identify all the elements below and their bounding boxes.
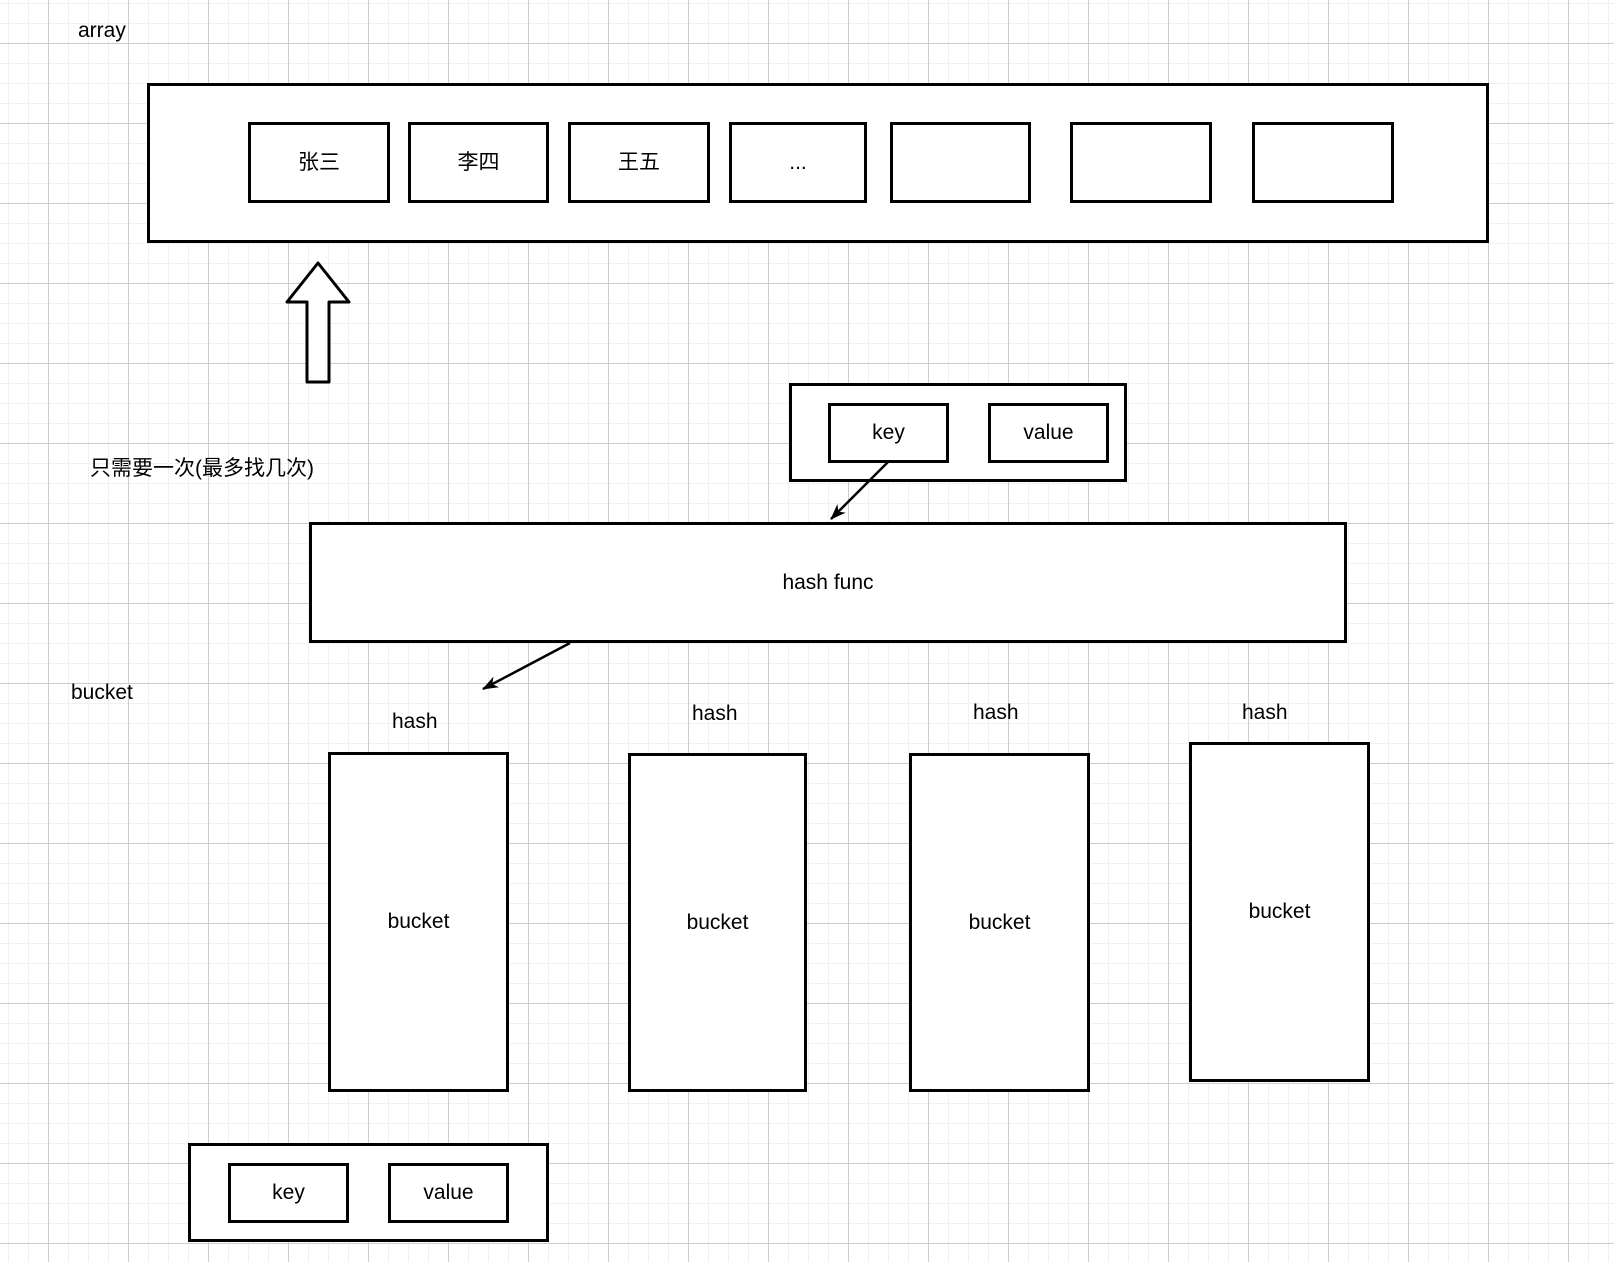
- kv-top-value-box: value: [988, 403, 1109, 463]
- hashfunc-to-bucket-arrow-icon: [482, 641, 571, 691]
- bucket-box: bucket: [1189, 742, 1370, 1082]
- array-cell: [1252, 122, 1394, 203]
- bucket-side-label: bucket: [71, 681, 133, 704]
- kv-bottom-value-box: value: [388, 1163, 509, 1223]
- array-cell: 王五: [568, 122, 710, 203]
- hash-label: hash: [1242, 701, 1288, 724]
- array-cell: 张三: [248, 122, 390, 203]
- bucket-box: bucket: [328, 752, 509, 1092]
- up-block-arrow-icon: [285, 261, 351, 384]
- hash-label: hash: [692, 702, 738, 725]
- array-cell: [1070, 122, 1212, 203]
- kv-top-key-box: key: [828, 403, 949, 463]
- note-label: 只需要一次(最多找几次): [90, 457, 314, 480]
- array-cell: 李四: [408, 122, 549, 203]
- hash-func-box: hash func: [309, 522, 1347, 643]
- hash-label: hash: [392, 710, 438, 733]
- array-cell: [890, 122, 1031, 203]
- hash-label: hash: [973, 701, 1019, 724]
- array-cell-ellipsis: ...: [729, 122, 867, 203]
- array-label: array: [78, 19, 126, 42]
- bucket-box: bucket: [909, 753, 1090, 1092]
- kv-bottom-key-box: key: [228, 1163, 349, 1223]
- bucket-box: bucket: [628, 753, 807, 1092]
